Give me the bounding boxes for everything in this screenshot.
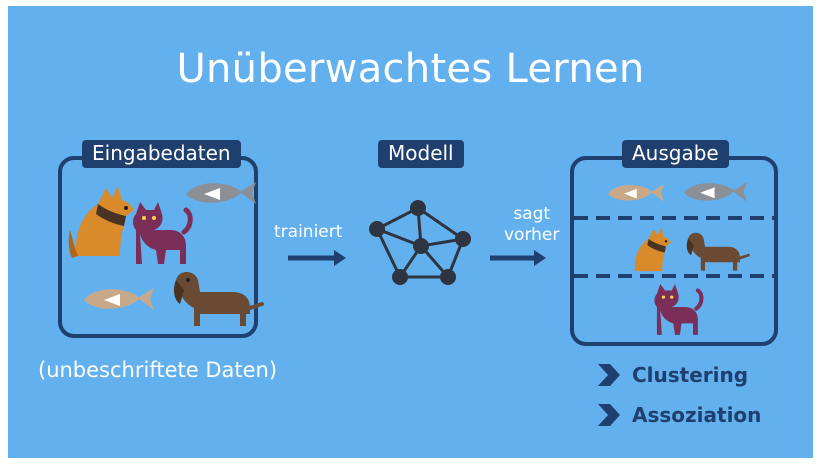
slide: Unüberwachtes Lernen Eingabedaten Modell… <box>8 6 813 458</box>
fish-icon <box>186 182 256 204</box>
dachshund-icon <box>173 271 264 326</box>
train-arrow-label: trainiert <box>274 222 343 242</box>
chevron-right-icon <box>598 404 620 426</box>
model-label: Modell <box>378 140 464 168</box>
arrow-right-icon <box>490 250 546 266</box>
predict-line: vorher <box>504 225 560 245</box>
diagram-canvas <box>58 156 778 346</box>
predict-line: sagt <box>513 204 551 224</box>
method-label: Assoziation <box>632 403 762 427</box>
cat-icon <box>654 284 704 335</box>
output-label: Ausgabe <box>622 140 729 168</box>
chevron-right-icon <box>598 364 620 386</box>
input-caption: (unbeschriftete Daten) <box>38 358 278 382</box>
cat-icon <box>133 202 193 264</box>
arrow-right-icon <box>288 250 346 266</box>
method-item: Assoziation <box>596 400 761 430</box>
neural-network-icon <box>369 200 471 285</box>
input-label: Eingabedaten <box>82 140 241 168</box>
dog-icon <box>634 227 671 272</box>
fish-icon <box>684 182 747 202</box>
method-item: Clustering <box>596 360 748 390</box>
method-label: Clustering <box>632 363 749 387</box>
fish-icon <box>84 288 154 310</box>
dog-icon <box>68 186 134 258</box>
page-title: Unüberwachtes Lernen <box>176 46 645 92</box>
dachshund-icon <box>686 232 750 271</box>
fish-icon <box>608 184 664 202</box>
predict-arrow-label: sagt vorher <box>504 204 559 246</box>
